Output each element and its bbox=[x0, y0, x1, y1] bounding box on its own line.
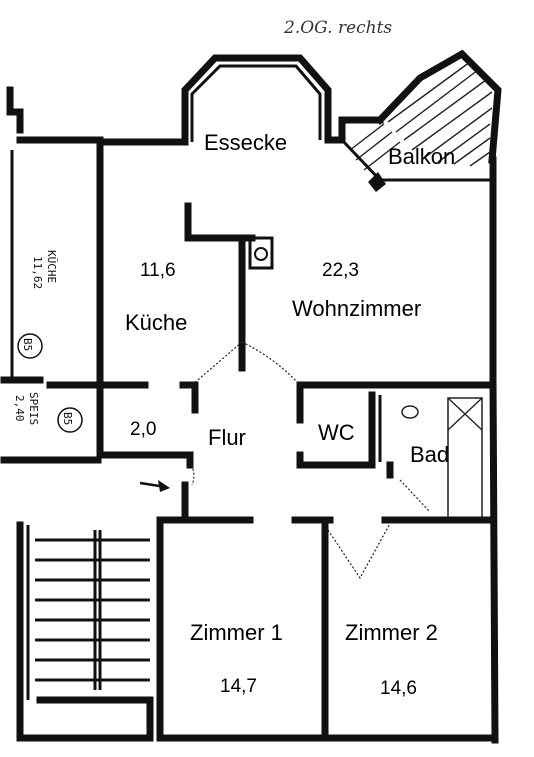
room-label-wohnzimmer: Wohnzimmer bbox=[292, 296, 421, 321]
room-label-balkon: Balkon bbox=[388, 144, 455, 169]
area-abstellraum: 2,0 bbox=[130, 419, 156, 440]
area-kueche: 11,6 bbox=[140, 260, 176, 281]
room-label-essecke: Essecke bbox=[204, 130, 287, 155]
area-wohnzimmer: 22,3 bbox=[322, 260, 359, 281]
room-labels: Essecke Balkon 11,6 Küche 22,3 Wohnzimme… bbox=[125, 130, 455, 699]
side-labels: KÜCHE 11,62 B5 SPEIS 2,40 B5 bbox=[13, 250, 83, 433]
room-label-zimmer2: Zimmer 2 bbox=[345, 620, 438, 645]
interior-walls bbox=[96, 202, 497, 742]
side-label-speis: SPEIS bbox=[27, 392, 40, 425]
room-label-flur: Flur bbox=[208, 425, 246, 450]
badge-circle-lower bbox=[57, 407, 83, 433]
stairwell bbox=[0, 86, 154, 742]
outer-walls bbox=[96, 49, 502, 744]
badge-upper: B5 bbox=[21, 338, 34, 351]
badge-lower: B5 bbox=[61, 412, 74, 425]
room-label-zimmer1: Zimmer 1 bbox=[190, 620, 283, 645]
floor-note: 2.OG. rechts bbox=[283, 18, 392, 38]
balcony-hatch bbox=[340, 61, 493, 192]
area-zimmer1: 14,7 bbox=[220, 676, 257, 697]
room-label-kueche: Küche bbox=[125, 310, 187, 335]
side-label-kueche: KÜCHE bbox=[45, 250, 58, 283]
room-label-wc: WC bbox=[318, 420, 355, 445]
side-label-speis-num: 2,40 bbox=[13, 395, 26, 422]
entrance-arrow-icon bbox=[139, 480, 170, 492]
badge-circle-upper bbox=[17, 333, 43, 359]
side-label-kueche-num: 11,62 bbox=[31, 256, 44, 289]
room-label-bad: Bad bbox=[410, 442, 449, 467]
door-swings bbox=[184, 341, 431, 580]
area-zimmer2: 14,6 bbox=[380, 678, 417, 699]
